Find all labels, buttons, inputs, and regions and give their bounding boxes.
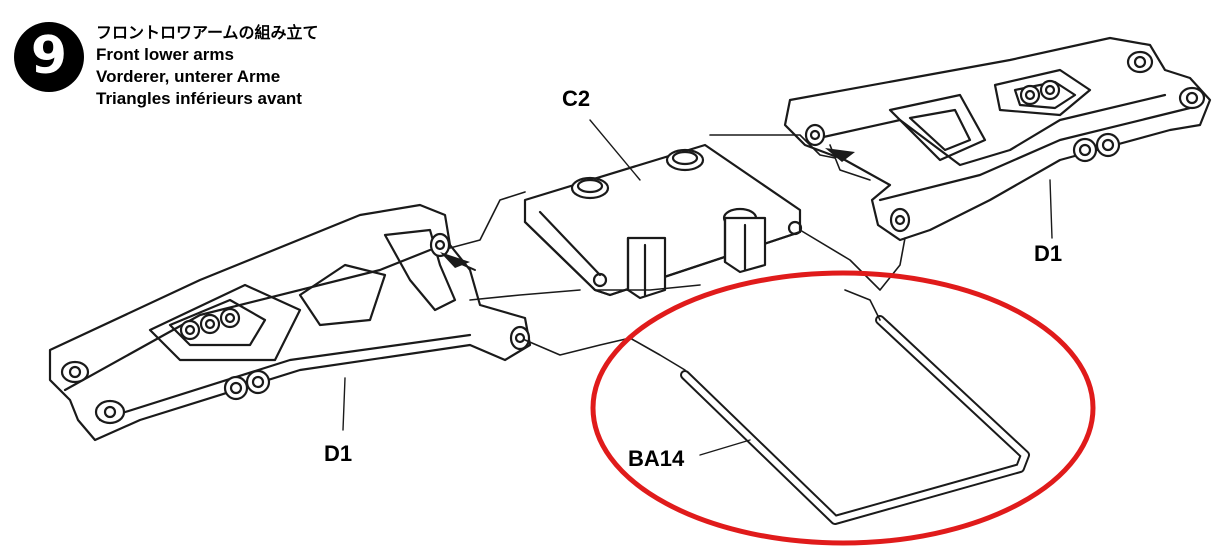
highlight-circle (590, 270, 1096, 546)
step-title-french: Triangles inférieurs avant (96, 89, 302, 108)
label-d1-left: D1 (324, 441, 353, 466)
step-number: 9 (30, 26, 68, 86)
right-arm-d1 (783, 36, 1212, 242)
assembly-guide-lines (449, 134, 906, 371)
label-d1-right: D1 (1034, 241, 1063, 266)
leader-lines (342, 119, 1053, 456)
step-title-japanese: フロントロワアームの組み立て (96, 23, 319, 42)
pin-ba14 (680, 315, 1030, 525)
arrow-right (825, 148, 855, 162)
left-arm-d1 (48, 203, 532, 442)
bulkhead-c2 (523, 143, 803, 300)
label-ba14: BA14 (628, 446, 685, 471)
step-number-badge: 9 (14, 22, 84, 92)
step-title-english: Front lower arms (96, 45, 234, 64)
label-c2: C2 (562, 86, 591, 111)
step-titles: フロントロワアームの組み立て Front lower arms Vorderer… (96, 22, 456, 110)
step-title-german: Vorderer, unterer Arme (96, 67, 281, 86)
arrow-left (440, 252, 476, 271)
